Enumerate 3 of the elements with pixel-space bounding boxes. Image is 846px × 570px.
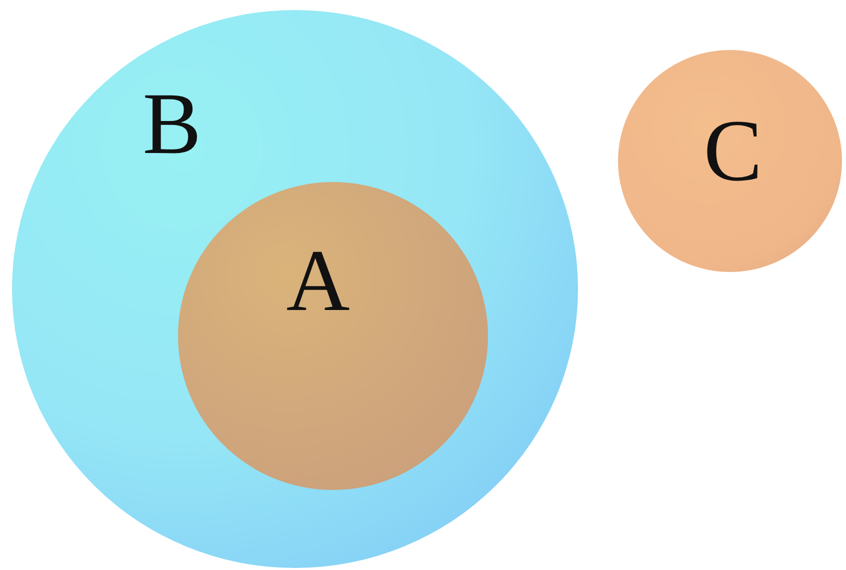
set-label: A	[286, 238, 350, 326]
set-label: C	[704, 108, 762, 196]
set-label: B	[142, 81, 202, 169]
